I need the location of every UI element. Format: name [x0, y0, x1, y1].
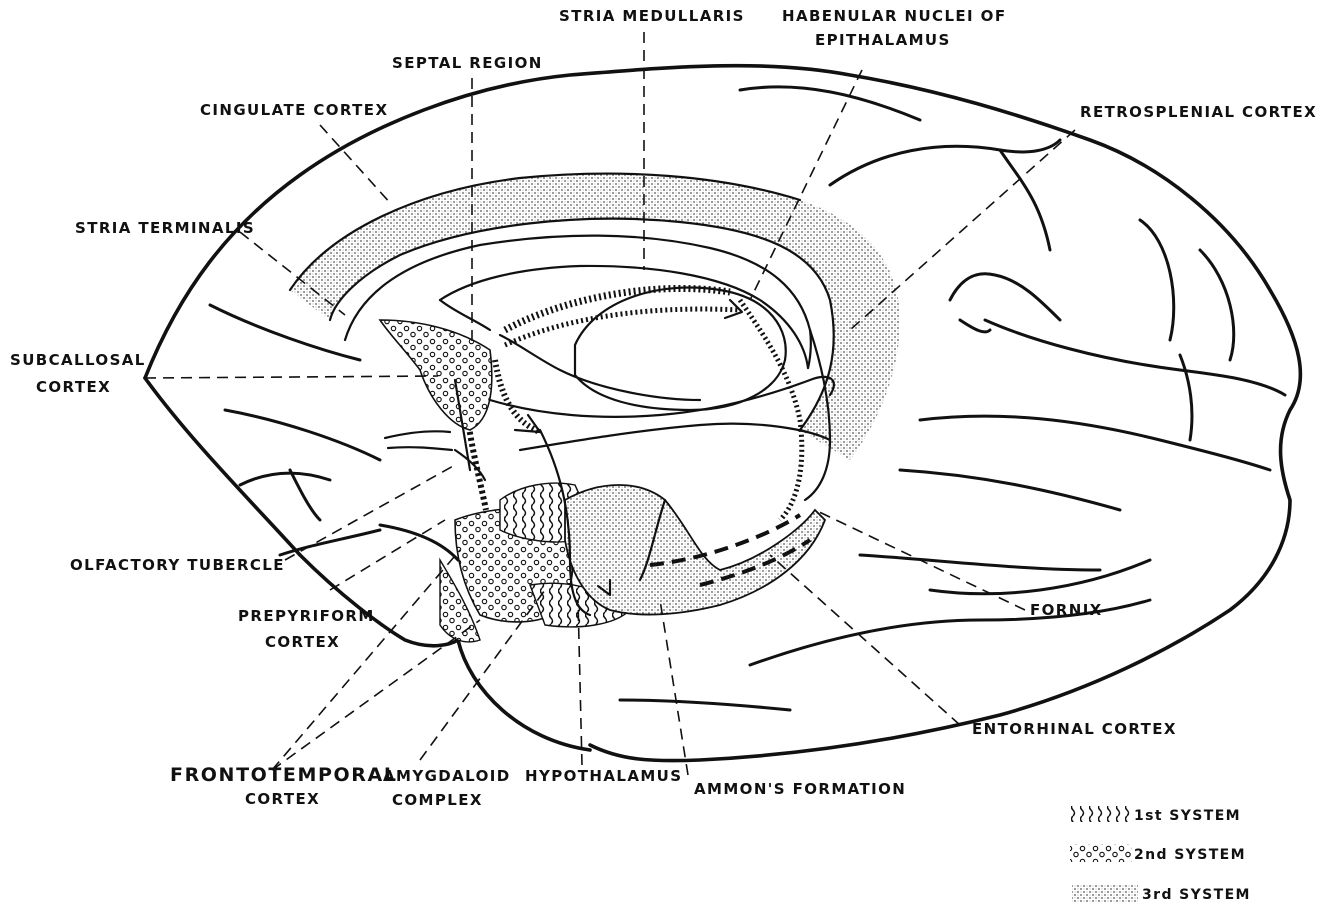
legend-second-system-label: 2nd SYSTEM	[1134, 847, 1246, 863]
label-septal-region: SEPTAL REGION	[392, 54, 543, 72]
label-frontotemporal-cortex: FRONTOTEMPORAL	[170, 764, 398, 786]
label-olfactory-tubercle: OLFACTORY TUBERCLE	[70, 556, 285, 574]
legend: 1st SYSTEM 2nd SYSTEM 3rd SYSTEM	[1070, 806, 1251, 903]
label-subcallosal-cortex: SUBCALLOSAL	[10, 351, 146, 369]
hippocampal-band	[540, 430, 825, 615]
label-hypothalamus: HYPOTHALAMUS	[525, 767, 682, 785]
legend-second-system: 2nd SYSTEM	[1070, 844, 1246, 863]
label-cingulate-cortex: CINGULATE CORTEX	[200, 101, 388, 119]
label-entorhinal-cortex: ENTORHINAL CORTEX	[972, 720, 1177, 738]
label-prepyriform-cortex: PREPYRIFORM	[238, 607, 375, 625]
label-amygdaloid-complex: AMYGDALOID	[383, 767, 511, 785]
label-amygdaloid-complex-line2: COMPLEX	[392, 791, 483, 809]
label-retrosplenial-cortex: RETROSPLENIAL CORTEX	[1080, 103, 1317, 121]
label-subcallosal-cortex-line2: CORTEX	[36, 378, 111, 396]
label-habenular-nuclei: HABENULAR NUCLEI OF	[782, 7, 1006, 25]
label-frontotemporal-cortex-line2: CORTEX	[245, 790, 320, 808]
legend-third-system: 3rd SYSTEM	[1072, 884, 1251, 903]
leader-lines	[145, 32, 1075, 775]
label-ammons-formation: AMMON'S FORMATION	[694, 780, 906, 798]
legend-first-system-swatch	[1070, 806, 1132, 822]
label-fornix: FORNIX	[1030, 601, 1103, 619]
legend-third-system-swatch	[1072, 884, 1138, 902]
legend-second-system-swatch	[1070, 844, 1132, 862]
label-stria-medullaris: STRIA MEDULLARIS	[559, 7, 745, 25]
legend-first-system-label: 1st SYSTEM	[1134, 808, 1241, 824]
brain-outline	[145, 66, 1300, 761]
legend-first-system: 1st SYSTEM	[1070, 806, 1241, 824]
label-prepyriform-cortex-line2: CORTEX	[265, 633, 340, 651]
label-habenular-nuclei-line2: EPITHALAMUS	[815, 31, 951, 49]
label-stria-terminalis: STRIA TERMINALIS	[75, 219, 255, 237]
legend-third-system-label: 3rd SYSTEM	[1142, 887, 1251, 903]
